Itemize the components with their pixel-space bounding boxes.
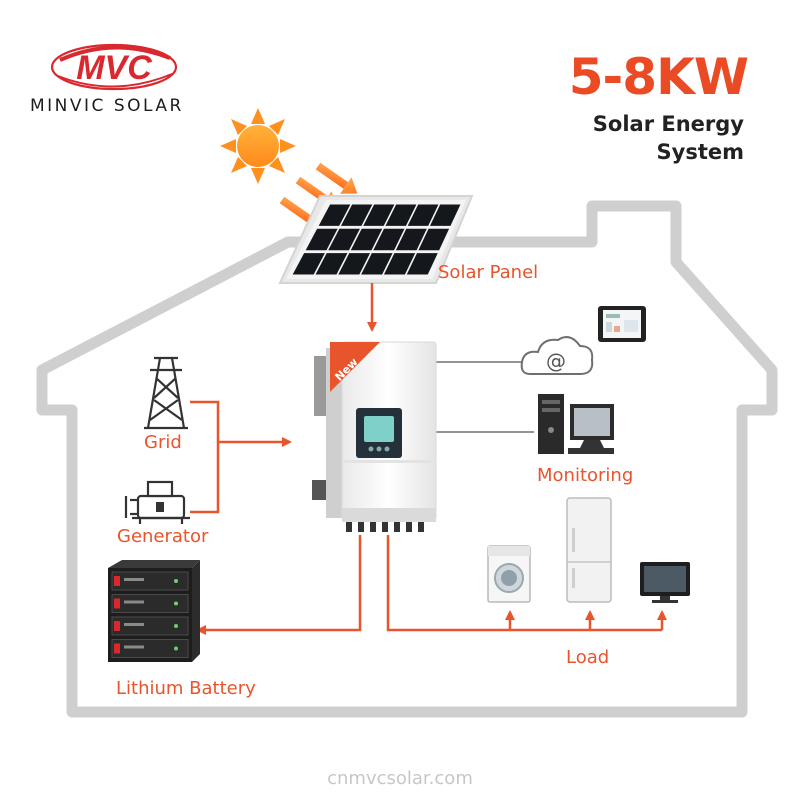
solar-cell — [385, 204, 417, 226]
refrigerator-icon — [566, 497, 612, 603]
battery-module-led — [174, 601, 178, 606]
battery-module-led — [174, 624, 178, 628]
battery-module-handle — [114, 643, 120, 654]
solar-cell — [407, 204, 439, 226]
headline-subtitle-1: Solar Energy — [592, 112, 744, 136]
battery-module — [111, 639, 189, 658]
battery-rack-side — [192, 560, 200, 662]
generator-label: Generator — [117, 526, 209, 547]
battery-module-label — [124, 623, 144, 626]
solar-cell — [328, 228, 360, 251]
battery-rack-top — [108, 560, 200, 568]
battery-module-label — [124, 578, 144, 581]
load-label: Load — [566, 647, 610, 668]
solar-cell — [363, 204, 395, 226]
battery-module-handle — [114, 621, 120, 631]
lithium-battery-label: Lithium Battery — [116, 678, 256, 699]
solar-cell — [315, 253, 348, 275]
battery-module-label — [124, 600, 144, 604]
monitoring-lines — [436, 361, 534, 433]
connection-lines — [190, 283, 667, 635]
cloud-symbol: @ — [546, 349, 566, 373]
battery-module-led — [174, 579, 178, 583]
solar-cell — [338, 253, 371, 275]
solar-cell — [395, 228, 427, 251]
solar-cell — [340, 204, 373, 226]
battery-module-handle — [114, 576, 120, 586]
solar-cell — [361, 253, 393, 275]
monitoring-label: Monitoring — [537, 465, 634, 486]
solar-cell — [318, 204, 351, 226]
desktop-computer-icon — [538, 394, 614, 454]
solar-cell — [418, 228, 450, 251]
sun-icon — [220, 108, 296, 184]
power-rating: 5-8KW — [568, 48, 749, 106]
brand-name: MINVIC SOLAR — [30, 96, 184, 116]
battery-module — [111, 571, 189, 591]
washing-machine-icon — [487, 545, 531, 603]
tablet-icon — [598, 306, 646, 342]
solar-cell — [429, 204, 461, 226]
solar-cell — [383, 253, 416, 275]
website-footer: cnmvcsolar.com — [327, 768, 473, 789]
solar-cell — [406, 253, 438, 275]
battery-module — [111, 594, 189, 613]
logo-text: MVC — [76, 49, 152, 87]
solar-cell — [350, 228, 383, 251]
battery-module — [111, 616, 189, 636]
battery-module-handle — [114, 598, 120, 609]
grid-label: Grid — [144, 432, 182, 453]
headline-subtitle-2: System — [656, 140, 744, 164]
battery-module-label — [124, 645, 144, 649]
transmission-tower-icon — [144, 356, 188, 430]
solar-cell — [373, 228, 405, 251]
solar-panel-label: Solar Panel — [438, 262, 539, 283]
battery-stack-icon — [108, 560, 200, 662]
battery-module-led — [174, 646, 178, 651]
generator-icon — [124, 480, 190, 524]
solar-cell — [292, 253, 325, 275]
brand-logo: MVC — [50, 43, 178, 91]
inverter-icon: New — [312, 341, 437, 532]
solar-panel-icon — [278, 195, 474, 284]
solar-cell — [305, 228, 338, 251]
tv-icon — [640, 562, 690, 603]
cloud-icon: @ — [520, 336, 594, 375]
house-outline-icon — [36, 200, 778, 718]
